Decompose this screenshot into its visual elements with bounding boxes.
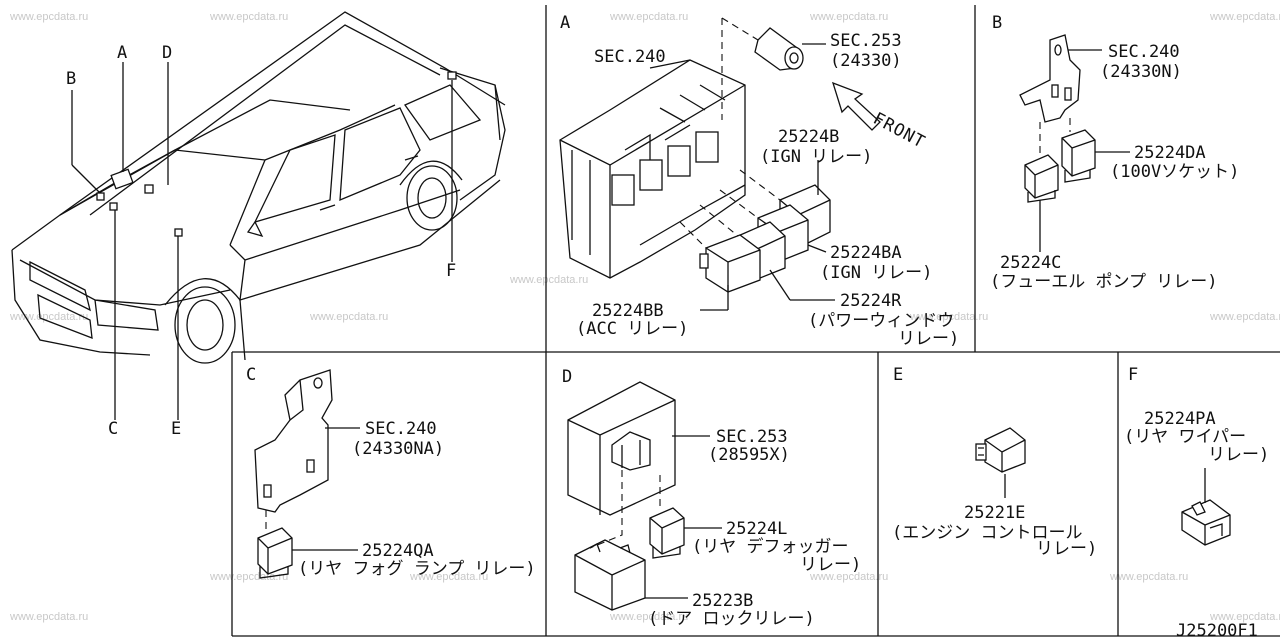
relay-25224l: [649, 507, 685, 559]
panel-f: F 25224PA (リヤ ワイパー リレー): [1124, 365, 1269, 546]
part-25221e-desc-2: リレー): [1036, 539, 1097, 559]
relay-25224c: [1024, 154, 1059, 203]
callout-c: C: [108, 419, 119, 439]
car-overview: A B C D E F: [11, 11, 506, 439]
panel-b-sec240-code: (24330N): [1100, 62, 1182, 82]
part-25224r-desc-1: (パワーウィンドウ: [808, 311, 954, 331]
watermark: www.epcdata.ru: [309, 311, 388, 323]
part-25224r-number: 25224R: [840, 291, 902, 311]
bracket-24330n: [1019, 34, 1081, 123]
callout-f: F: [446, 261, 457, 281]
front-label: FRONT: [870, 109, 929, 153]
part-25224ba-number: 25224BA: [830, 243, 902, 263]
part-25224l-desc-1: (リヤ デフォッガー: [692, 536, 848, 557]
panel-c-sec240-code: (24330NA): [352, 439, 444, 459]
relay-25224da: [1061, 129, 1096, 183]
callout-a: A: [117, 43, 128, 63]
watermark: www.epcdata.ru: [9, 611, 88, 623]
part-25224bb-desc: (ACC リレー): [576, 319, 688, 339]
callout-d: D: [162, 43, 173, 63]
panel-c: C SEC.240 (24330NA) 25224QA (リヤ フォグ ランプ …: [246, 365, 536, 579]
part-25224c-desc: (フューエル ポンプ リレー): [990, 272, 1217, 292]
watermark: www.epcdata.ru: [509, 274, 588, 286]
panel-e-letter: E: [893, 365, 904, 385]
watermark: www.epcdata.ru: [1209, 311, 1280, 323]
part-25223b-number: 25223B: [692, 591, 753, 611]
control-unit-28595x: [567, 381, 676, 516]
part-25224da-desc: (100Vソケット): [1110, 162, 1239, 182]
watermark: www.epcdata.ru: [909, 311, 988, 323]
part-25224da-number: 25224DA: [1134, 143, 1206, 163]
panel-d: D SEC.253 (28595X) 25224L (リヤ デフォッガー リレー…: [562, 367, 861, 629]
watermark: www.epcdata.ru: [1109, 571, 1188, 583]
panel-borders: [231, 5, 1280, 637]
watermark: www.epcdata.ru: [209, 571, 288, 583]
panel-b-sec240: SEC.240: [1108, 42, 1180, 62]
panel-b: B SEC.240 (24330N) 25224DA (100Vソケット) 25…: [990, 13, 1239, 292]
relay-25224pa: [1181, 499, 1231, 546]
part-25224c-number: 25224C: [1000, 253, 1061, 273]
part-25221e-desc-1: (エンジン コントロール: [892, 523, 1082, 543]
part-25223b-desc: (ドア ロックリレー): [648, 609, 815, 629]
diagram-code: J25200F1: [1176, 621, 1258, 640]
panel-a-sec240: SEC.240: [594, 47, 666, 67]
connector-24330: [754, 27, 804, 71]
watermark: www.epcdata.ru: [1209, 611, 1280, 623]
watermark: www.epcdata.ru: [9, 311, 88, 323]
part-25224r-desc-2: リレー): [898, 329, 959, 349]
bracket-24330na: [254, 369, 333, 513]
relay-25223b: [574, 539, 646, 611]
panel-e: E 25221E (エンジン コントロール リレー): [892, 365, 1097, 559]
part-25224qa-number: 25224QA: [362, 541, 434, 561]
part-25224pa-desc-2: リレー): [1208, 445, 1269, 465]
callout-b: B: [66, 69, 77, 89]
part-25221e-number: 25221E: [964, 503, 1025, 523]
watermark: www.epcdata.ru: [1209, 11, 1280, 23]
part-25224b-number: 25224B: [778, 127, 839, 147]
relay-25224bb: [699, 234, 761, 293]
panel-b-letter: B: [992, 13, 1003, 33]
relay-25221e: [975, 427, 1026, 473]
part-25224l-desc-2: リレー): [800, 555, 861, 575]
panel-d-sec253-code: (28595X): [708, 445, 790, 465]
watermark: www.epcdata.ru: [809, 11, 888, 23]
panel-d-letter: D: [562, 367, 573, 387]
part-25224pa-desc-1: (リヤ ワイパー: [1124, 427, 1246, 447]
watermark: www.epcdata.ru: [409, 571, 488, 583]
watermark: www.epcdata.ru: [609, 611, 688, 623]
part-25224b-desc: (IGN リレー): [760, 147, 872, 167]
part-25224pa-number: 25224PA: [1144, 409, 1216, 429]
panel-a-letter: A: [560, 13, 571, 33]
fuse-block: [559, 59, 746, 279]
part-25224l-number: 25224L: [726, 519, 787, 539]
front-arrow: [831, 81, 881, 131]
watermark: www.epcdata.ru: [9, 11, 88, 23]
part-25224bb-number: 25224BB: [592, 301, 664, 321]
watermark: www.epcdata.ru: [609, 11, 688, 23]
panel-c-sec240: SEC.240: [365, 419, 437, 439]
panel-d-sec253: SEC.253: [716, 427, 788, 447]
part-25224ba-desc: (IGN リレー): [820, 263, 932, 283]
panel-c-letter: C: [246, 365, 257, 385]
part-25224qa-desc: (リヤ フォグ ランプ リレー): [298, 559, 536, 579]
panel-a-sec253: SEC.253: [830, 31, 902, 51]
watermark: www.epcdata.ru: [209, 11, 288, 23]
watermark: www.epcdata.ru: [809, 571, 888, 583]
car-illustration: [11, 11, 506, 364]
callout-e: E: [171, 419, 182, 439]
panel-a: A FRONT: [559, 13, 959, 349]
panel-f-letter: F: [1128, 365, 1139, 385]
relay-25224qa: [257, 527, 293, 579]
panel-a-sec253-code: (24330): [830, 51, 902, 71]
